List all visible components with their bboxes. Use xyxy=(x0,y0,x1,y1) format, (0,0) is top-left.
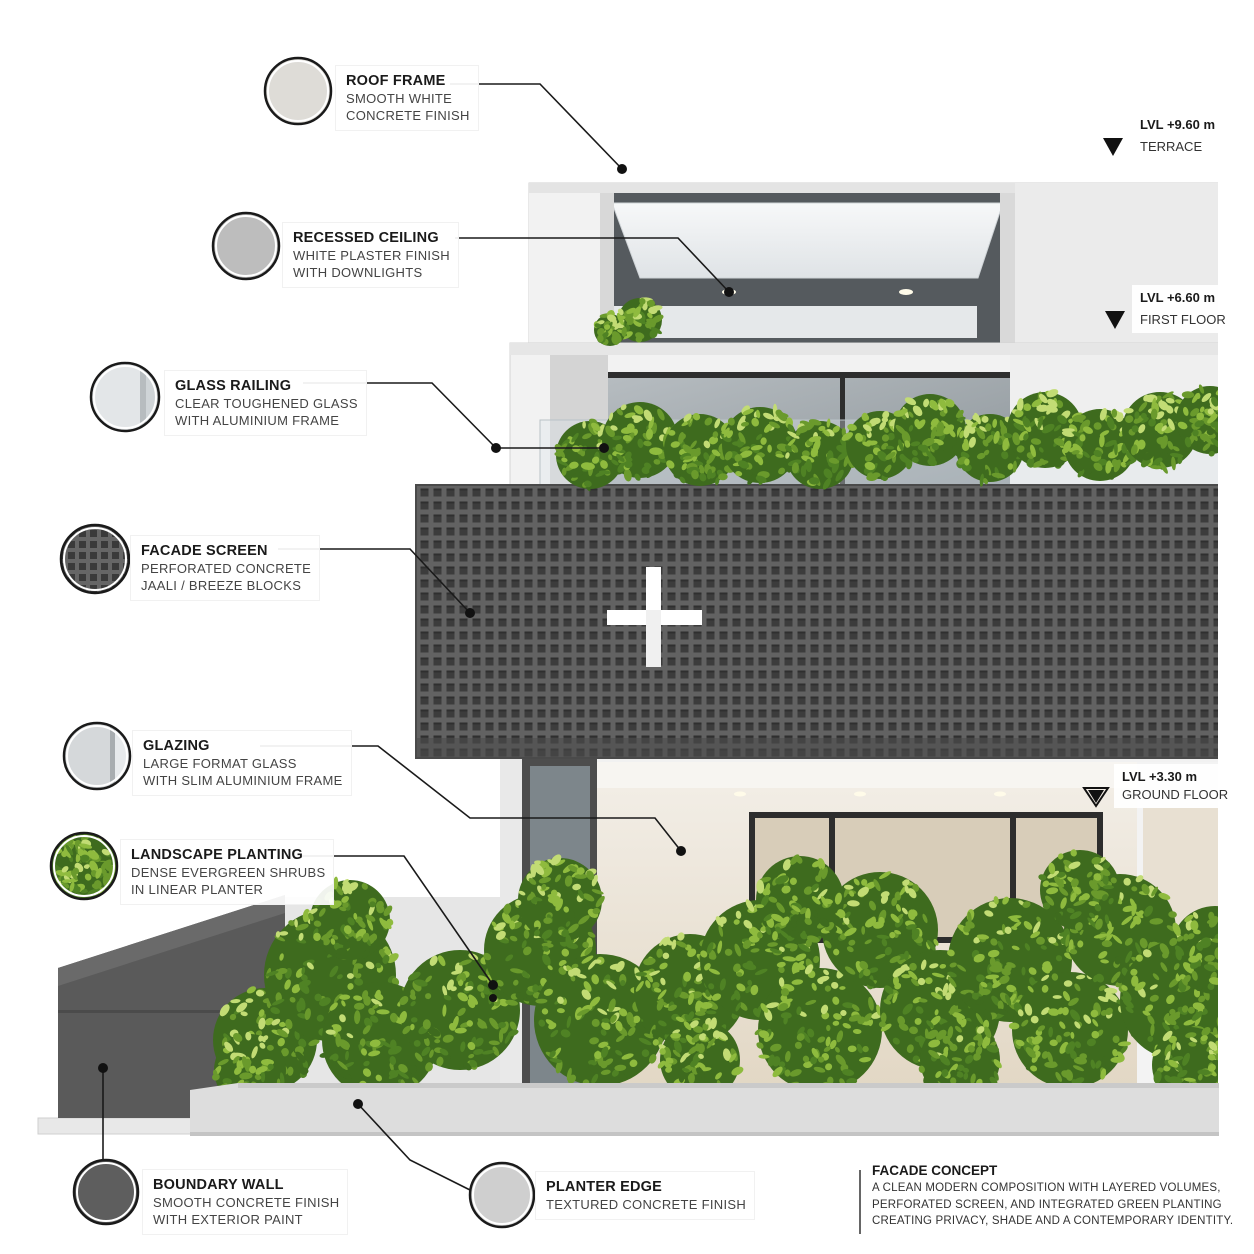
landscape-planting-desc-1: DENSE EVERGREEN SHRUBS xyxy=(131,865,326,880)
terrace-level-label: LVL +9.60 m TERRACE xyxy=(1132,112,1224,160)
facade-screen xyxy=(416,485,1218,758)
first-floor-level-label: LVL +6.60 m FIRST FLOOR xyxy=(1132,285,1234,333)
facade-concept-note: FACADE CONCEPT A CLEAN MODERN COMPOSITIO… xyxy=(872,1162,1233,1230)
glass-railing-desc-1: CLEAR TOUGHENED GLASS xyxy=(175,396,358,411)
ground-floor-level-value: LVL +3.30 m xyxy=(1122,769,1198,784)
leader-dots xyxy=(98,164,734,1109)
boundary-wall-swatch xyxy=(72,1158,140,1226)
swatches xyxy=(49,56,536,1229)
planter-edge-desc-1: TEXTURED CONCRETE FINISH xyxy=(546,1197,747,1212)
glass-railing-swatch xyxy=(89,361,161,433)
recessed-ceiling-callout: RECESSED CEILING WHITE PLASTER FINISH WI… xyxy=(283,223,458,287)
planter-edge xyxy=(190,1083,1219,1136)
roof-frame-callout: ROOF FRAME SMOOTH WHITE CONCRETE FINISH xyxy=(336,66,478,130)
level-markers xyxy=(1082,138,1125,808)
ground-floor-level-triangle xyxy=(1082,787,1110,808)
facade-screen-desc-1: PERFORATED CONCRETE xyxy=(141,561,312,576)
roof-frame-swatch xyxy=(263,56,333,126)
planter-edge-callout: PLANTER EDGE TEXTURED CONCRETE FINISH xyxy=(536,1172,755,1219)
ground-floor-level-label: LVL +3.30 m GROUND FLOOR xyxy=(1114,764,1237,808)
glass-railing-title: GLASS RAILING xyxy=(175,378,292,394)
roof-frame-desc-2: CONCRETE FINISH xyxy=(346,108,470,123)
landscape-planting-callout: LANDSCAPE PLANTING DENSE EVERGREEN SHRUB… xyxy=(121,840,334,904)
upper-planting xyxy=(554,297,1218,492)
glass-railing-desc-2: WITH ALUMINIUM FRAME xyxy=(175,413,340,428)
terrace-level-value: LVL +9.60 m xyxy=(1140,117,1216,132)
first-floor-level-triangle xyxy=(1105,311,1125,329)
facade-screen-swatch xyxy=(59,523,131,595)
landscape-planting-swatch xyxy=(49,831,119,901)
concept-line-1: A CLEAN MODERN COMPOSITION WITH LAYERED … xyxy=(872,1182,1221,1194)
boundary-wall-callout: BOUNDARY WALL SMOOTH CONCRETE FINISH WIT… xyxy=(143,1170,348,1234)
landscape-planting-title: LANDSCAPE PLANTING xyxy=(131,847,303,863)
recessed-ceiling-title: RECESSED CEILING xyxy=(293,230,439,246)
roof-frame-desc-1: SMOOTH WHITE xyxy=(346,91,453,106)
facade-screen-callout: FACADE SCREEN PERFORATED CONCRETE JAALI … xyxy=(131,536,320,600)
boundary-wall-desc-1: SMOOTH CONCRETE FINISH xyxy=(153,1195,340,1210)
first-floor-level-name: FIRST FLOOR xyxy=(1140,312,1226,327)
recessed-ceiling-swatch xyxy=(211,211,281,281)
first-floor-level-value: LVL +6.60 m xyxy=(1140,290,1216,305)
glass-railing-callout: GLASS RAILING CLEAR TOUGHENED GLASS WITH… xyxy=(165,371,366,435)
glazing-desc-2: WITH SLIM ALUMINIUM FRAME xyxy=(143,773,343,788)
planter-edge-title: PLANTER EDGE xyxy=(546,1179,662,1195)
concept-line-3: CREATING PRIVACY, SHADE AND A CONTEMPORA… xyxy=(872,1215,1234,1227)
boundary-wall-title: BOUNDARY WALL xyxy=(153,1177,284,1193)
landscape-planting-desc-2: IN LINEAR PLANTER xyxy=(131,882,264,897)
concept-line-2: PERFORATED SCREEN, AND INTEGRATED GREEN … xyxy=(872,1198,1222,1211)
glazing-title: GLAZING xyxy=(143,738,210,754)
facade-screen-desc-2: JAALI / BREEZE BLOCKS xyxy=(141,578,302,593)
concept-title: FACADE CONCEPT xyxy=(872,1163,998,1178)
planter xyxy=(190,1083,1219,1136)
recessed-ceiling-desc-2: WITH DOWNLIGHTS xyxy=(293,265,423,280)
terrace-level-name: TERRACE xyxy=(1140,139,1203,154)
terrace-level-triangle xyxy=(1103,138,1123,156)
facade-screen-title: FACADE SCREEN xyxy=(141,543,268,559)
ground-floor-level-name: GROUND FLOOR xyxy=(1122,787,1229,802)
roof-frame-title: ROOF FRAME xyxy=(346,73,446,89)
recessed-ceiling-desc-1: WHITE PLASTER FINISH xyxy=(293,248,450,263)
glazing-swatch xyxy=(62,721,132,791)
glazing-desc-1: LARGE FORMAT GLASS xyxy=(143,756,297,771)
glazing-callout: GLAZING LARGE FORMAT GLASS WITH SLIM ALU… xyxy=(133,731,351,795)
leader-lines xyxy=(102,83,730,1191)
boundary-wall-desc-2: WITH EXTERIOR PAINT xyxy=(153,1212,303,1227)
planter-edge-swatch xyxy=(468,1161,536,1229)
